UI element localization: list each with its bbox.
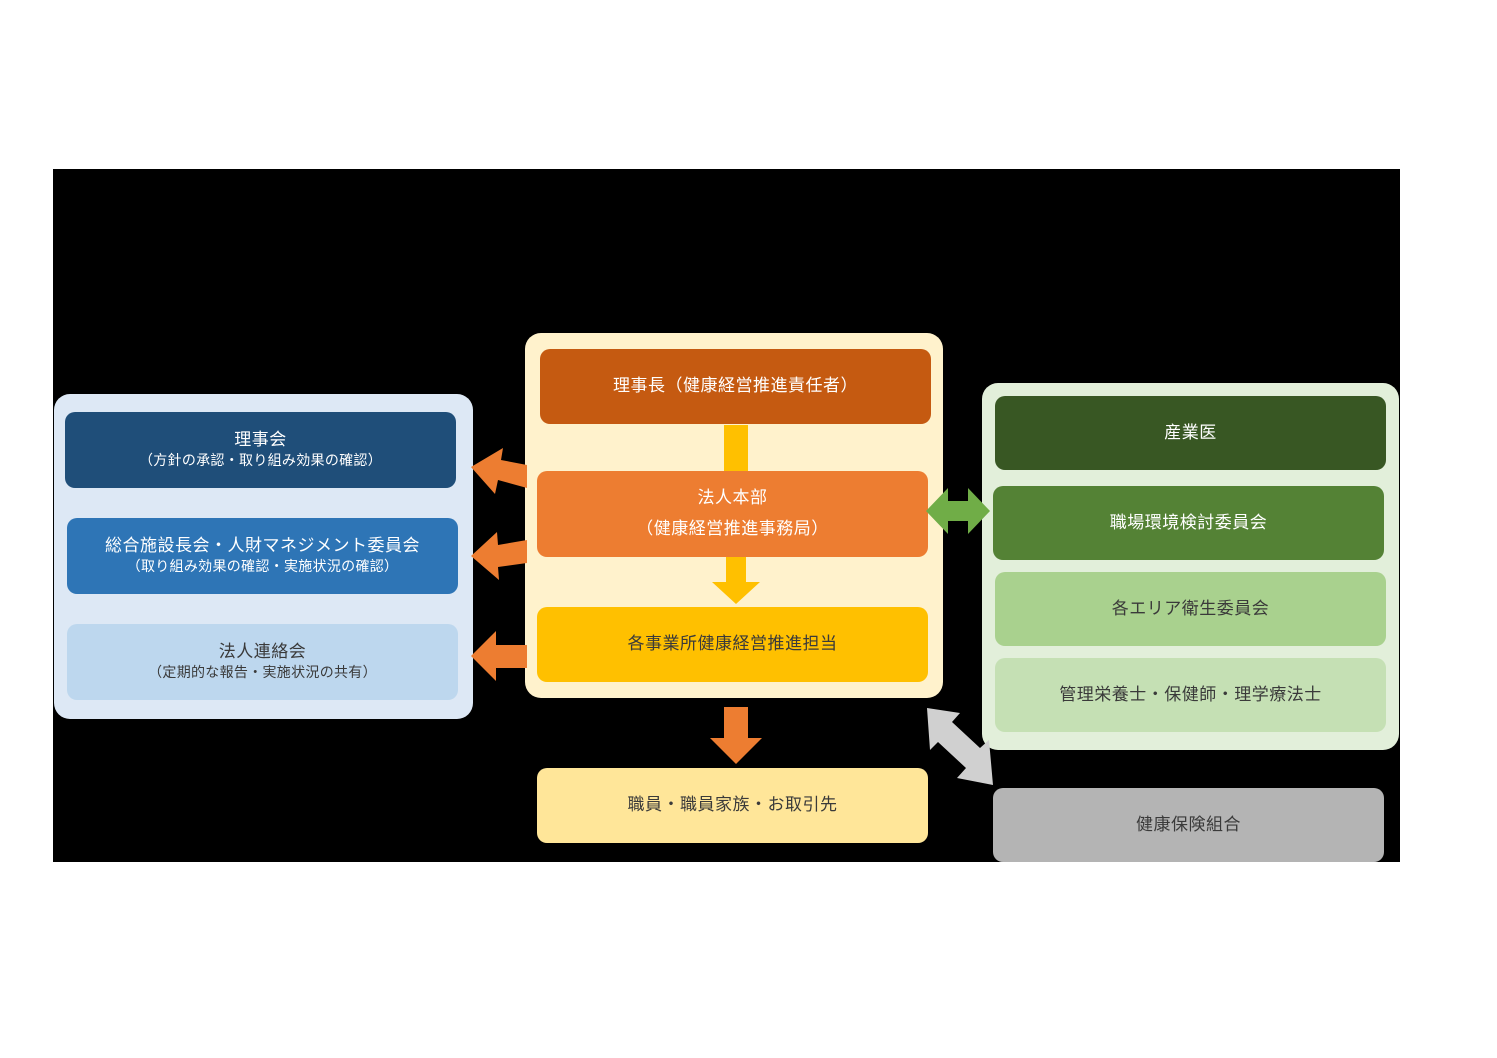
board-sub: （方針の承認・取り組み効果の確認） (138, 453, 383, 470)
board-title: 理事会 (234, 430, 287, 451)
liaison-box: 法人連絡会 （定期的な報告・実施状況の共有） (67, 624, 458, 700)
committee-title: 総合施設長会・人財マネジメント委員会 (105, 536, 420, 557)
liaison-title: 法人連絡会 (218, 642, 307, 663)
doctor-title: 産業医 (1164, 422, 1217, 443)
specialists-title: 管理栄養士・保健師・理学療法士 (1059, 684, 1322, 705)
insurance-box: 健康保険組合 (993, 788, 1384, 862)
arrow-center-to-insurance-double (927, 708, 993, 785)
doctor-box: 産業医 (995, 396, 1386, 470)
chairman-title: 理事長（健康経営推進責任者） (613, 376, 858, 397)
hq-sub: （健康経営推進事務局） (636, 519, 829, 539)
hq-title: 法人本部 (697, 488, 768, 509)
staff-box: 職員・職員家族・お取引先 (537, 768, 928, 843)
committee-sub: （取り組み効果の確認・実施状況の確認） (126, 559, 399, 576)
committee-box: 総合施設長会・人財マネジメント委員会 （取り組み効果の確認・実施状況の確認） (67, 518, 458, 594)
staff-title: 職員・職員家族・お取引先 (627, 795, 838, 816)
liaison-sub: （定期的な報告・実施状況の共有） (148, 665, 377, 682)
arrow-chairman-to-hq (724, 425, 748, 471)
hq-box: 法人本部 （健康経営推進事務局） (537, 471, 928, 557)
arrow-hq-to-committee-double (926, 488, 990, 534)
arrow-to-committee (471, 532, 527, 580)
arrow-to-liaison (471, 631, 527, 681)
arrow-office-to-staff (710, 707, 762, 764)
office-title: 各事業所健康経営推進担当 (627, 634, 838, 655)
specialists-box: 管理栄養士・保健師・理学療法士 (995, 658, 1386, 732)
hygiene-box: 各エリア衛生委員会 (995, 572, 1386, 646)
arrow-hq-to-office (712, 557, 760, 604)
environment-title: 職場環境検討委員会 (1109, 512, 1268, 533)
arrow-to-board (471, 448, 527, 494)
environment-box: 職場環境検討委員会 (993, 486, 1384, 560)
insurance-title: 健康保険組合 (1136, 814, 1241, 835)
board-box: 理事会 （方針の承認・取り組み効果の確認） (65, 412, 456, 488)
hygiene-title: 各エリア衛生委員会 (1111, 598, 1270, 619)
office-box: 各事業所健康経営推進担当 (537, 607, 928, 682)
chairman-box: 理事長（健康経営推進責任者） (540, 349, 931, 424)
